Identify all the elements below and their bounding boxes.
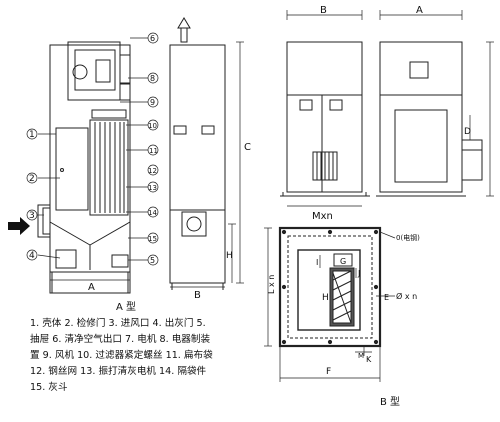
b-type-title: B 型	[380, 395, 400, 408]
dim-d-label: D	[464, 127, 471, 137]
plan-m-label: M	[358, 352, 364, 360]
dim-h-label: H	[226, 251, 233, 261]
b-type-side-view	[376, 10, 494, 197]
callout-15: 15	[148, 235, 157, 243]
legend-line: 15. 灰斗	[30, 382, 68, 393]
labels: 1 2 3 4 6 8 9 10 11 12 13 14 15 5 A A 型 …	[29, 5, 471, 408]
plan-i-label: I	[316, 258, 318, 267]
a-type-front-view	[8, 41, 131, 294]
plan-g-label: G	[340, 257, 346, 266]
dim-a-label: A	[88, 282, 95, 293]
callout-1: 1	[29, 130, 35, 140]
callout-12: 12	[148, 167, 157, 175]
callout-2: 2	[29, 174, 35, 184]
left-callouts	[26, 128, 61, 261]
plan-h-label: H	[322, 293, 329, 303]
dim-c-label: C	[244, 142, 251, 153]
dim-b-side-label: B	[194, 290, 201, 301]
b-type-front-view	[280, 10, 370, 207]
b-side-dim-label: A	[416, 5, 423, 16]
callout-10: 10	[148, 122, 157, 130]
callout-11: 11	[149, 147, 158, 155]
plan-f-label: F	[326, 367, 331, 377]
callout-14: 14	[148, 209, 157, 217]
plan-ld-label: 0(电钢)	[396, 233, 420, 242]
plan-e-label: E	[384, 293, 389, 302]
callout-4: 4	[29, 251, 35, 261]
a-type-side-view	[169, 17, 244, 290]
b-front-dim-label: B	[320, 5, 327, 16]
callout-8: 8	[150, 74, 155, 83]
legend-line: 12. 钢丝网 13. 振打清灰电机 14. 隔袋件	[30, 366, 207, 377]
dim-mxn-label: Mxn	[312, 211, 333, 222]
a-type-title: A 型	[116, 300, 136, 313]
callout-9: 9	[150, 98, 155, 107]
parts-legend: 1. 壳体 2. 检修门 3. 进风口 4. 出灰门 5. 抽屉 6. 清净空气…	[30, 316, 255, 396]
callout-3: 3	[29, 211, 35, 221]
b-type-plan-view	[264, 226, 396, 382]
plan-k-label: K	[366, 355, 372, 364]
plan-phi-label: Ø x n	[396, 291, 417, 301]
plan-j-label: J	[357, 269, 360, 278]
callout-5: 5	[150, 256, 155, 265]
legend-line: 抽屉 6. 清净空气出口 7. 电机 8. 电器制装	[30, 334, 211, 345]
legend-line: 1. 壳体 2. 检修门 3. 进风口 4. 出灰门 5.	[30, 318, 206, 329]
legend-line: 置 9. 风机 10. 过滤器紧定螺丝 11. 扁布袋	[30, 350, 213, 361]
plan-lxn-label: L x n	[267, 275, 276, 294]
callout-6: 6	[150, 34, 155, 43]
callout-13: 13	[148, 184, 157, 192]
right-callouts	[120, 32, 159, 266]
